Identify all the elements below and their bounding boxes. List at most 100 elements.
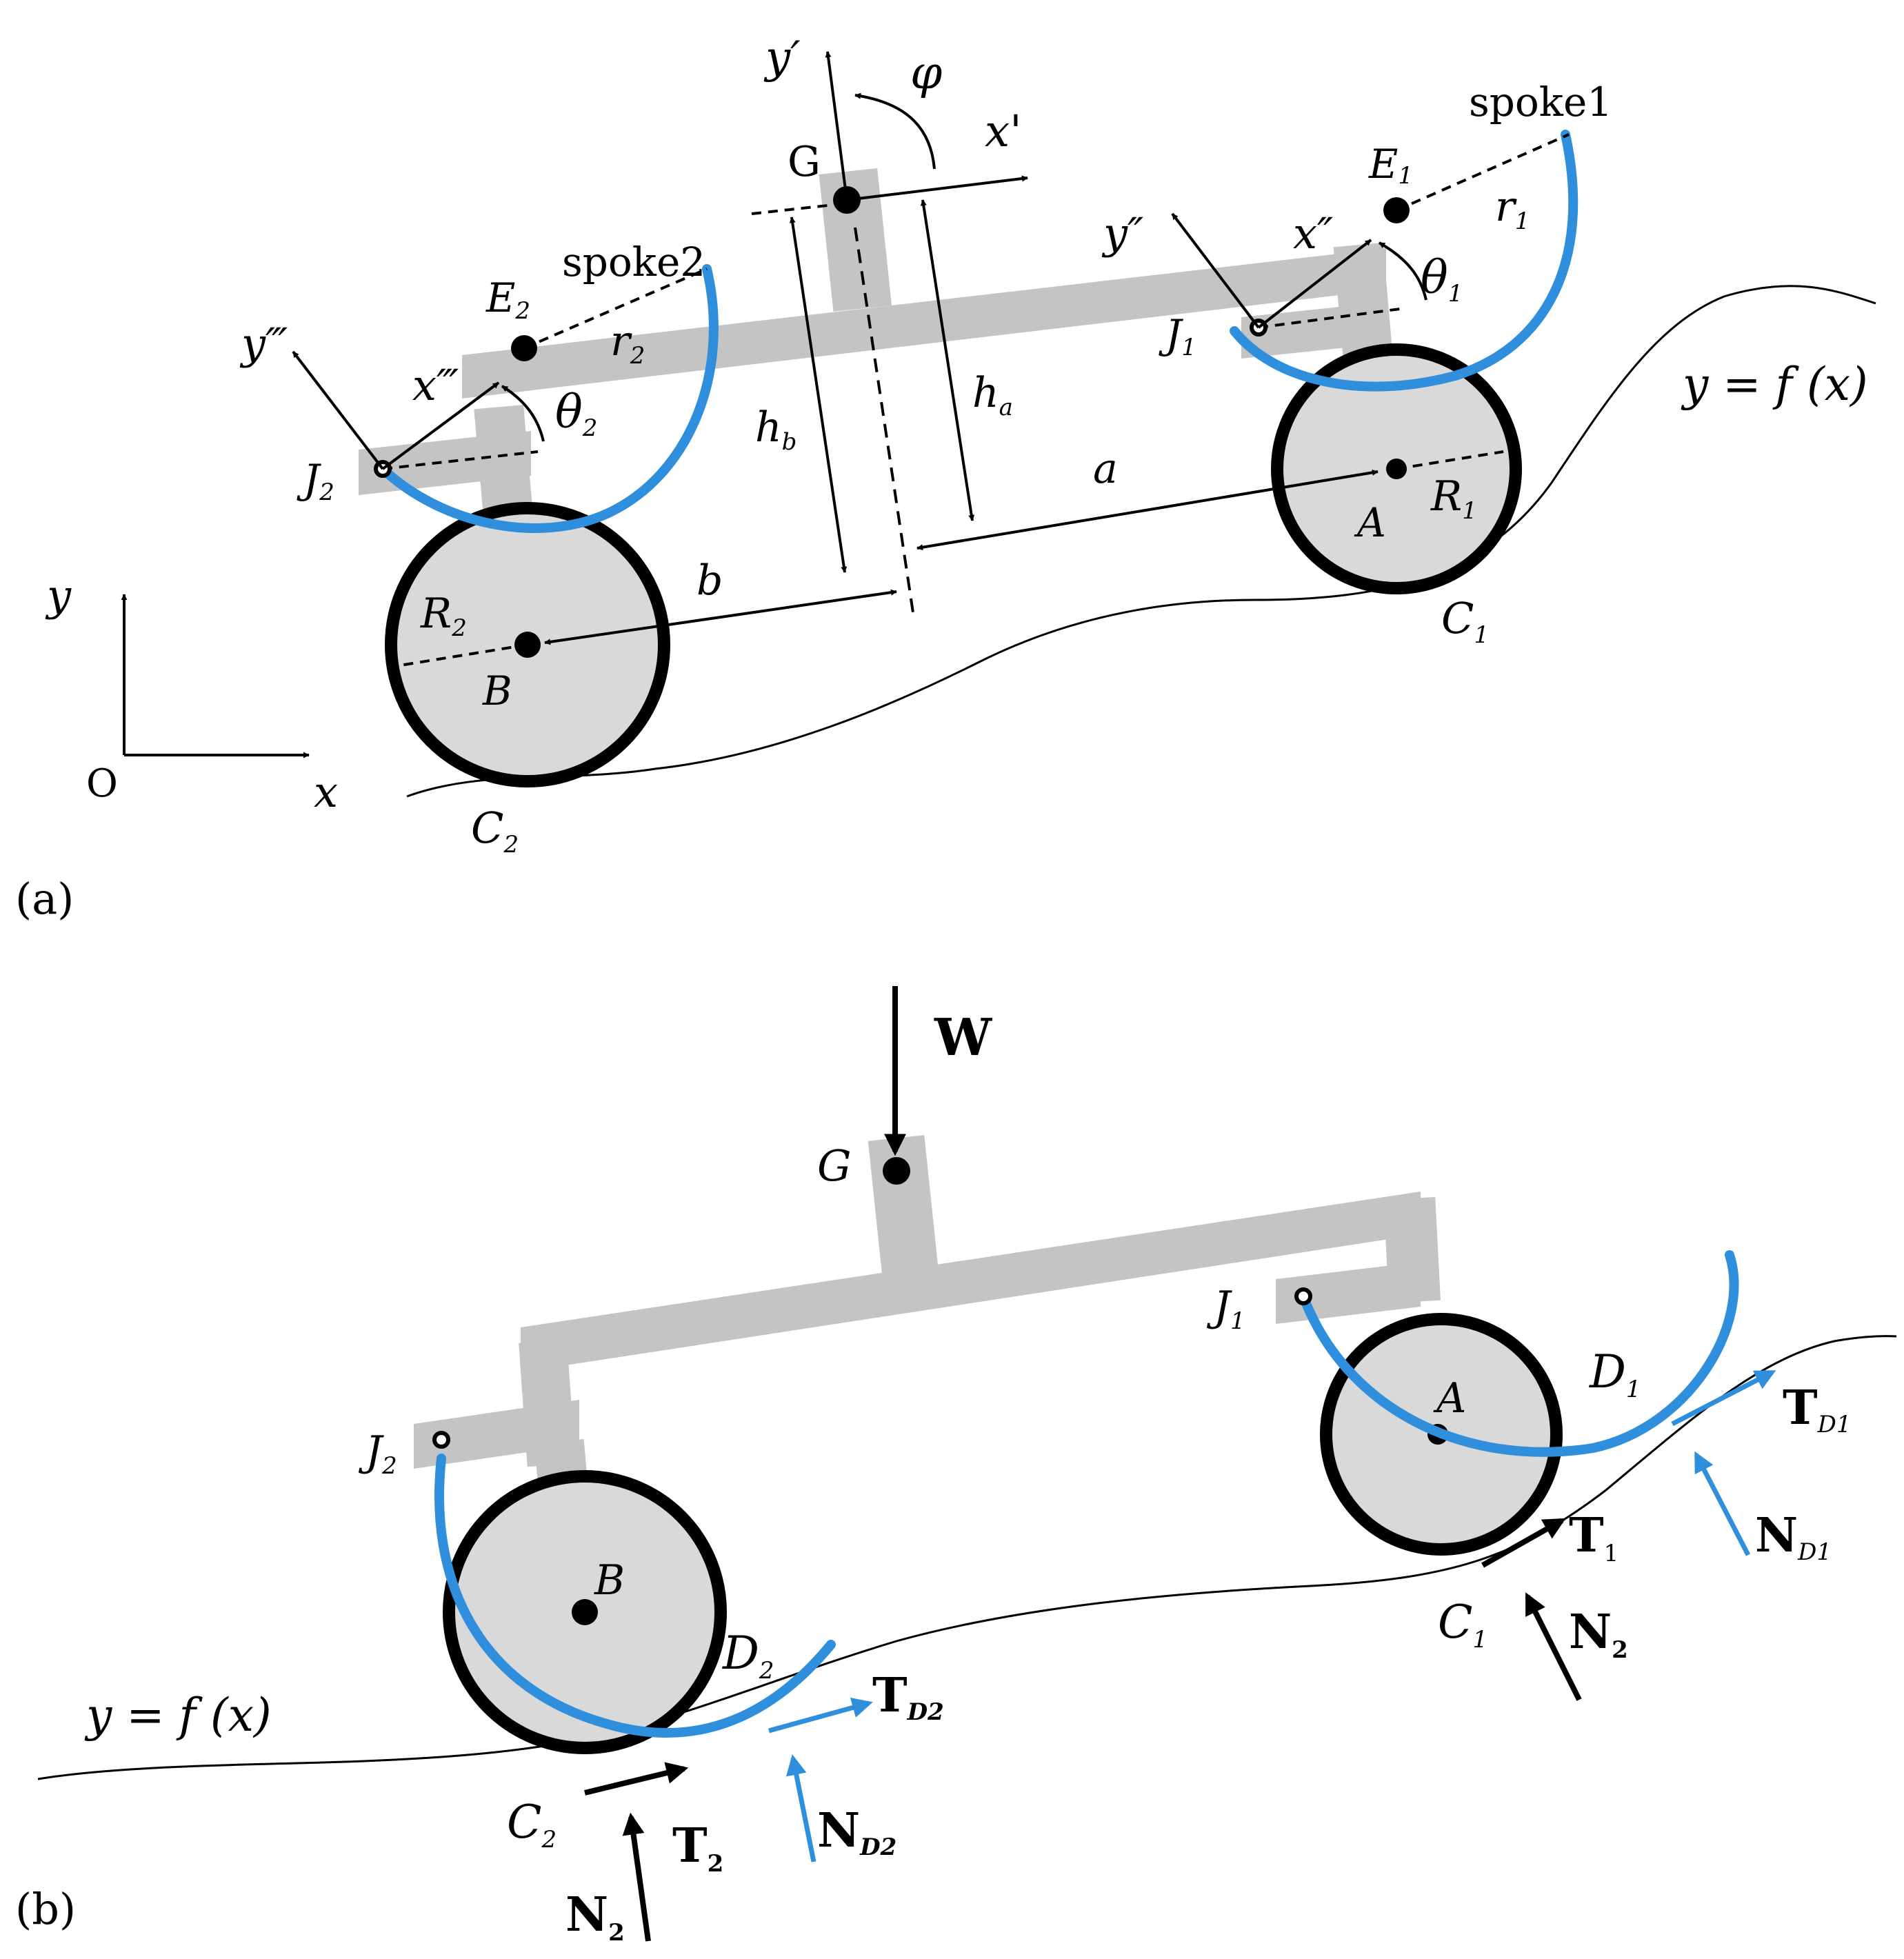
label-T1: T xyxy=(1569,1508,1604,1563)
label-y-prime: y′ xyxy=(763,32,801,83)
label-x-prime: x' xyxy=(985,106,1022,157)
force-TD1 xyxy=(1671,1369,1776,1427)
label-J1-a: J xyxy=(1159,311,1183,358)
label-C1-a: C xyxy=(1441,593,1474,643)
label-B-a: B xyxy=(482,667,512,714)
svg-text:θ2: θ2 xyxy=(555,385,597,442)
force-N-right xyxy=(1525,1592,1582,1701)
label-h-b: h xyxy=(755,403,782,452)
label-spoke2: spoke2 xyxy=(562,239,705,285)
label-C2-a: C xyxy=(471,803,503,853)
force-TD2 xyxy=(768,1697,873,1734)
label-D2: D xyxy=(722,1627,759,1680)
point-G-b xyxy=(883,1157,910,1185)
svg-text:N2: N2 xyxy=(1569,1605,1628,1664)
label-E1: E xyxy=(1368,141,1398,188)
svg-text:J1: J1 xyxy=(1159,311,1196,361)
joint-J2-b xyxy=(432,1431,450,1449)
label-theta2: θ xyxy=(555,385,583,439)
label-x-triple-prime: x‴ xyxy=(412,360,459,410)
svg-text:r1: r1 xyxy=(1495,183,1530,235)
label-A-b: A xyxy=(1433,1374,1466,1423)
vehicle-body-b xyxy=(414,1135,1441,1526)
label-TD1: T xyxy=(1783,1380,1818,1436)
label-spoke1: spoke1 xyxy=(1469,79,1612,125)
spoke1-arc-b xyxy=(1299,1250,1739,1457)
svg-text:TD1: TD1 xyxy=(1783,1380,1852,1438)
joint-J1-b xyxy=(1294,1287,1312,1305)
force-N2 xyxy=(622,1812,651,1942)
label-r2: r xyxy=(610,317,632,365)
svg-text:C2: C2 xyxy=(471,803,519,858)
label-J1-b: J xyxy=(1206,1283,1232,1331)
label-N-right: N xyxy=(1569,1605,1612,1660)
label-ND2: N xyxy=(817,1803,860,1858)
svg-text:C1: C1 xyxy=(1438,1596,1487,1654)
svg-text:ND2: ND2 xyxy=(817,1803,896,1861)
label-D1: D xyxy=(1589,1345,1626,1398)
label-TD2: T xyxy=(872,1668,908,1723)
label-ND1: N xyxy=(1755,1508,1798,1563)
label-G-a: G xyxy=(788,138,821,186)
label-N2: N xyxy=(565,1887,608,1942)
label-a: a xyxy=(1093,445,1118,493)
svg-text:E1: E1 xyxy=(1368,141,1413,190)
svg-text:N2: N2 xyxy=(565,1887,625,1947)
label-C2-b: C xyxy=(507,1796,542,1849)
label-W: W xyxy=(934,1008,992,1067)
label-b: b xyxy=(697,556,723,605)
svg-text:T1: T1 xyxy=(1569,1508,1619,1567)
spoke2-arc-b xyxy=(434,1454,836,1738)
svg-text:E2: E2 xyxy=(485,274,530,325)
svg-text:C1: C1 xyxy=(1441,593,1489,649)
svg-text:D2: D2 xyxy=(722,1627,774,1685)
svg-text:ha: ha xyxy=(972,369,1013,421)
spoke1-arc xyxy=(1230,130,1579,392)
svg-text:hb: hb xyxy=(755,403,796,456)
label-T2: T xyxy=(672,1818,708,1873)
panel-b-tag: (b) xyxy=(15,1884,76,1934)
label-B-b: B xyxy=(594,1556,625,1605)
road-curve-a xyxy=(406,285,1876,798)
svg-text:R2: R2 xyxy=(420,590,467,642)
panel-a-tag: (a) xyxy=(15,874,74,924)
point-E2 xyxy=(511,335,537,361)
svg-text:J1: J1 xyxy=(1206,1283,1245,1335)
label-C1-b: C xyxy=(1438,1596,1473,1649)
label-x-double-prime: x″ xyxy=(1293,208,1333,259)
svg-text:C2: C2 xyxy=(507,1796,557,1853)
label-road-a: y = f (x) xyxy=(1681,358,1868,411)
label-r1: r xyxy=(1495,183,1517,231)
label-y-triple-prime: y‴ xyxy=(239,319,288,369)
svg-text:ND1: ND1 xyxy=(1755,1508,1832,1566)
svg-text:J2: J2 xyxy=(358,1427,397,1480)
force-ND1 xyxy=(1694,1451,1751,1556)
label-origin-O: O xyxy=(86,761,118,806)
spoke2-arc xyxy=(378,264,719,533)
label-h-a: h xyxy=(972,369,999,417)
point-A xyxy=(1386,459,1407,479)
force-T1 xyxy=(1481,1518,1566,1568)
label-origin-y: y xyxy=(45,570,72,621)
svg-text:r2: r2 xyxy=(610,317,645,370)
panel-b: W G J1 J2 A B D1 D2 TD1 ND1 T1 N2 C1 TD2… xyxy=(15,986,1897,1947)
label-A-a: A xyxy=(1354,499,1386,546)
svg-text:TD2: TD2 xyxy=(872,1668,944,1726)
label-y-double-prime: y″ xyxy=(1101,208,1143,259)
point-E1 xyxy=(1383,197,1410,223)
label-J2-a: J xyxy=(297,456,321,503)
force-ND2 xyxy=(785,1754,816,1862)
label-origin-x: x xyxy=(314,767,338,817)
label-E2: E xyxy=(485,274,515,321)
road-curve-b xyxy=(37,1335,1897,1780)
label-theta1: θ xyxy=(1421,251,1448,304)
point-B xyxy=(514,632,541,658)
label-R1: R xyxy=(1430,472,1462,521)
svg-text:θ1: θ1 xyxy=(1421,251,1463,308)
label-phi: φ xyxy=(910,46,942,99)
label-road-b: y = f (x) xyxy=(84,1689,272,1742)
label-G-b: G xyxy=(817,1141,852,1191)
svg-text:R1: R1 xyxy=(1430,472,1477,525)
svg-text:D1: D1 xyxy=(1589,1345,1641,1403)
label-R2: R xyxy=(420,590,452,638)
